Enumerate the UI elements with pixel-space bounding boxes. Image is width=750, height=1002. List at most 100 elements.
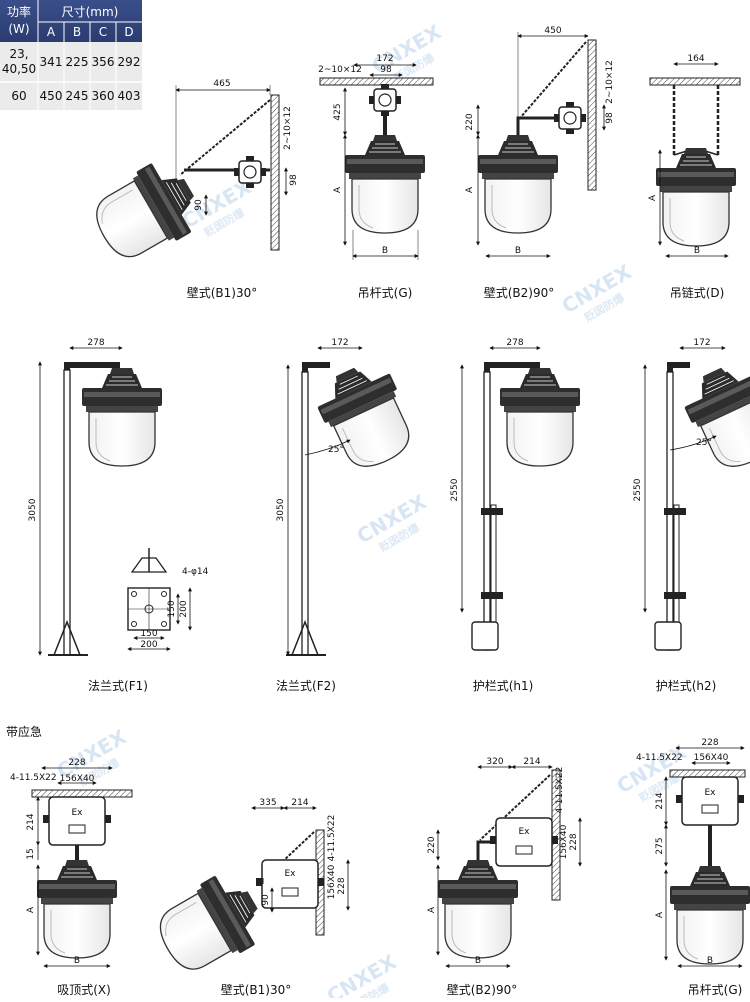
dim-b2-98: 98 <box>605 112 615 124</box>
fig-wall-b2 <box>476 32 606 258</box>
dim-b2-450: 450 <box>544 26 561 36</box>
caption-wall-b1: 壁式(B1)30° <box>187 285 258 300</box>
diagram-labels: 壁式(B1)30° 吊杆式(G) 壁式(B2)90° 吊链式(D) 法兰式(F1) 法兰式… <box>6 26 742 997</box>
dim-eb2-A: A <box>427 906 437 913</box>
dim-eb2-hole: 4-11.5X22 <box>555 767 565 814</box>
fig-guardrail-h1 <box>460 346 581 651</box>
caption-pendant-g: 吊杆式(G) <box>358 286 413 300</box>
fig-pendant-g <box>319 63 434 260</box>
dim-eb2-228: 228 <box>569 833 579 850</box>
dim-b1-90: 90 <box>194 199 204 211</box>
dim-ex-hole: 4-11.5X22 <box>10 773 57 783</box>
caption-chain-d: 吊链式(D) <box>670 285 725 300</box>
dim-eg-Ex: Ex <box>704 788 716 798</box>
table-power-cell: 23, <box>9 47 28 61</box>
dim-ex-214: 214 <box>26 813 36 830</box>
dim-eb2-220: 220 <box>427 836 437 853</box>
dim-b1-2x10: 2~10×12 <box>283 106 293 150</box>
dim-f2-25: 25° <box>328 445 344 455</box>
dim-h2-2550: 2550 <box>633 478 643 501</box>
dim-g-98: 98 <box>380 65 392 75</box>
dim-f1-200h: 200 <box>140 640 157 650</box>
fig-chain-d <box>649 62 741 258</box>
table-col-header: B <box>73 25 81 39</box>
dim-d-A: A <box>648 194 658 201</box>
table-size-header: 尺寸(mm) <box>62 5 119 19</box>
dim-eb1-335: 335 <box>259 798 276 808</box>
table-value-cell: 356 <box>92 55 115 69</box>
caption-flange-f2: 法兰式(F2) <box>276 679 336 693</box>
dim-eg-B: B <box>707 956 713 966</box>
table-value-cell: 292 <box>118 55 141 69</box>
dim-b2-A: A <box>465 186 475 193</box>
dim-ex-A: A <box>26 906 36 913</box>
dim-f1-200v: 200 <box>179 600 189 617</box>
caption-ceiling-x: 吸顶式(X) <box>57 983 111 997</box>
dim-f1-278: 278 <box>87 338 104 348</box>
dim-g-A: A <box>333 186 343 193</box>
table-value-cell: 225 <box>66 55 89 69</box>
dim-d-164: 164 <box>687 54 704 64</box>
dim-b2-B: B <box>515 246 521 256</box>
dim-eb1-90: 90 <box>261 894 271 906</box>
caption-wall-b2: 壁式(B2)90° <box>484 285 555 300</box>
dim-eb1-214: 214 <box>291 798 308 808</box>
fig-flange-f2 <box>286 346 424 656</box>
dim-eb1-box: 156X40 <box>327 864 337 899</box>
dim-f1-150v: 150 <box>167 600 177 617</box>
dim-eg-275: 275 <box>655 837 665 854</box>
dim-f2-3050: 3050 <box>276 498 286 521</box>
table-value-cell: 360 <box>92 89 115 103</box>
dim-eb1-Ex: Ex <box>284 869 296 879</box>
dim-eb2-box: 156X40 <box>559 824 569 859</box>
dim-h1-278: 278 <box>506 338 523 348</box>
dim-b2-220: 220 <box>465 113 475 130</box>
dim-b2-2x10: 2~10×12 <box>605 60 615 104</box>
dim-b1-465: 465 <box>213 79 230 89</box>
table-power-cell: 60 <box>11 89 26 103</box>
dim-h2-172: 172 <box>693 338 710 348</box>
dim-g-B: B <box>382 246 388 256</box>
fig-emergency-pendant-g <box>664 746 750 968</box>
fig-guardrail-h2 <box>643 346 750 651</box>
fig-wall-b1 <box>83 85 288 272</box>
table-power-unit: (W) <box>8 22 29 36</box>
caption-emergency-wall-b1: 壁式(B1)30° <box>221 982 292 997</box>
caption-emergency-wall-b2: 壁式(B2)90° <box>447 982 518 997</box>
dim-b1-98: 98 <box>289 174 299 186</box>
fig-emergency-wall-b2 <box>436 765 582 968</box>
table-col-header: A <box>47 25 56 39</box>
dim-f1-3050: 3050 <box>28 498 38 521</box>
table-value-cell: 341 <box>40 55 63 69</box>
dim-eb2-Ex: Ex <box>518 827 530 837</box>
dim-d-B: B <box>694 246 700 256</box>
table-value-cell: 450 <box>40 89 63 103</box>
dim-eg-box: 156X40 <box>694 753 729 763</box>
dim-eb2-320: 320 <box>486 757 503 767</box>
table-col-header: C <box>99 25 107 39</box>
dim-ex-B: B <box>74 956 80 966</box>
dim-eb1-hole: 4-11.5X22 <box>327 815 337 862</box>
dim-ex-box: 156X40 <box>60 774 95 784</box>
dim-f2-172: 172 <box>331 338 348 348</box>
dim-ex-15: 15 <box>26 848 36 859</box>
dim-eg-228: 228 <box>701 738 718 748</box>
dim-eb2-214: 214 <box>523 757 540 767</box>
dim-ex-Ex: Ex <box>71 808 83 818</box>
dim-eg-214: 214 <box>655 792 665 809</box>
caption-emergency-pendant-g: 吊杆式(G) <box>688 983 743 997</box>
dim-g-172: 172 <box>376 54 393 64</box>
dim-h1-2550: 2550 <box>450 478 460 501</box>
dim-f1-hole: 4-φ14 <box>182 567 209 577</box>
dim-f1-150h: 150 <box>140 629 157 639</box>
caption-flange-f1: 法兰式(F1) <box>88 679 148 693</box>
dim-eg-A: A <box>655 911 665 918</box>
table-power-header: 功率 <box>7 4 31 19</box>
caption-guardrail-h2: 护栏式(h2) <box>656 678 717 693</box>
section-emergency: 带应急 <box>6 724 42 739</box>
table-value-cell: 245 <box>66 89 89 103</box>
table-power-cell: 40,50 <box>2 62 36 76</box>
